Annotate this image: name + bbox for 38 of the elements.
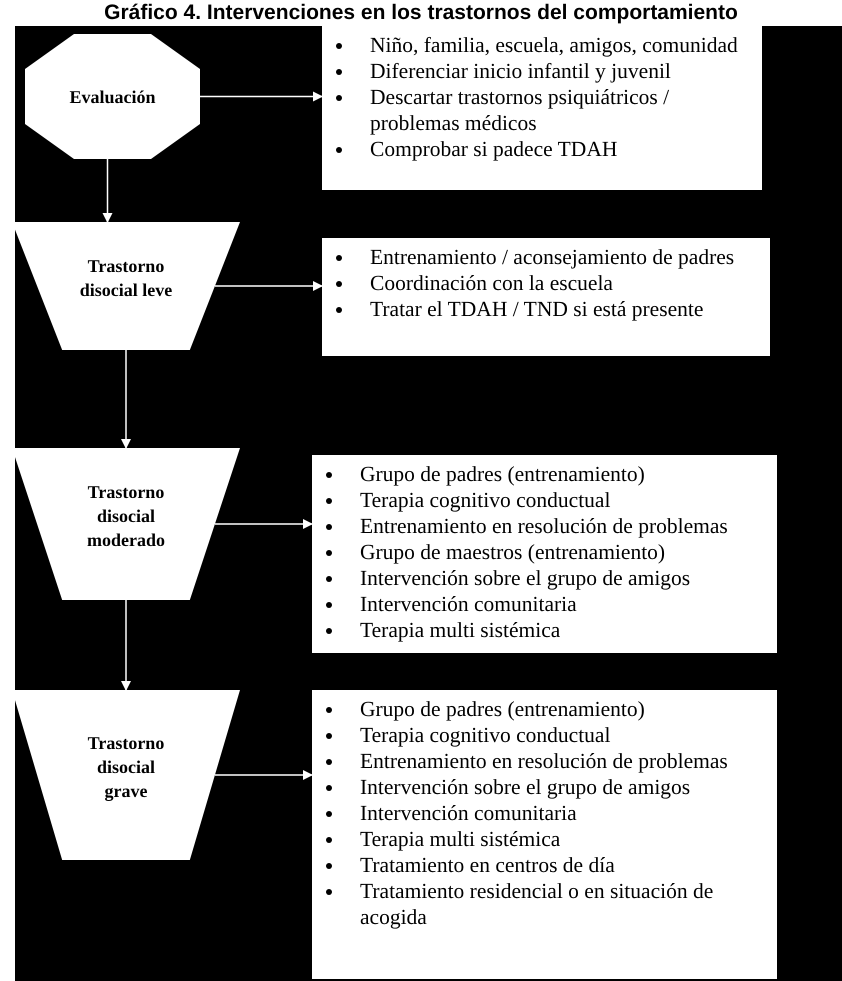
- list-item: Terapia cognitivo conductual: [360, 722, 610, 748]
- arrow: [102, 159, 112, 223]
- list-item: Descartar trastornos psiquiátricos / problemas médicos: [370, 84, 670, 136]
- list-item: Diferenciar inicio infantil y juvenil: [370, 58, 671, 84]
- list-item: Coordinación con la escuela: [370, 270, 613, 296]
- list-item: Intervención comunitaria: [360, 800, 577, 826]
- list-item: Terapia cognitivo conductual: [360, 487, 610, 513]
- list-item: Tratamiento en centros de día: [360, 852, 615, 878]
- stage-label: Trastorno disocial grave: [86, 732, 166, 803]
- list-item: Intervención sobre el grupo de amigos: [360, 565, 690, 591]
- stage-label: Evaluación: [69, 86, 156, 108]
- list-item: Entrenamiento en resolución de problemas: [360, 513, 728, 539]
- list-item: Tratar el TDAH / TND si está presente: [370, 296, 704, 322]
- arrow: [121, 350, 131, 449]
- list-item: Tratamiento residencial o en situación de acogida: [360, 878, 714, 930]
- arrow: [200, 92, 323, 102]
- list-item: Grupo de padres (entrenamiento): [360, 461, 645, 487]
- list-item: Entrenamiento / aconsejamiento de padres: [370, 244, 734, 270]
- list-item: Niño, familia, escuela, amigos, comunidad: [370, 32, 738, 58]
- list-item: Terapia multi sistémica: [360, 617, 560, 643]
- arrow: [121, 600, 131, 691]
- stage-label: Trastorno disocial leve: [78, 255, 174, 302]
- info-box: [312, 690, 777, 979]
- info-box: [312, 455, 777, 653]
- arrow: [214, 281, 323, 291]
- arrow: [214, 770, 313, 780]
- info-box: [322, 26, 762, 190]
- list-item: Terapia multi sistémica: [360, 826, 560, 852]
- diagram-title: Gráfico 4. Intervenciones en los trastornos del comportamiento: [103, 0, 739, 26]
- list-item: Entrenamiento en resolución de problemas: [360, 748, 728, 774]
- stage-label: Trastorno disocial moderado: [86, 481, 166, 552]
- list-item: Comprobar si padece TDAH: [370, 136, 618, 162]
- list-item: Intervención comunitaria: [360, 591, 577, 617]
- list-item: Grupo de padres (entrenamiento): [360, 696, 645, 722]
- arrow: [214, 519, 313, 529]
- list-item: Grupo de maestros (entrenamiento): [360, 539, 666, 565]
- list-item: Intervención sobre el grupo de amigos: [360, 774, 690, 800]
- info-box: [322, 238, 770, 356]
